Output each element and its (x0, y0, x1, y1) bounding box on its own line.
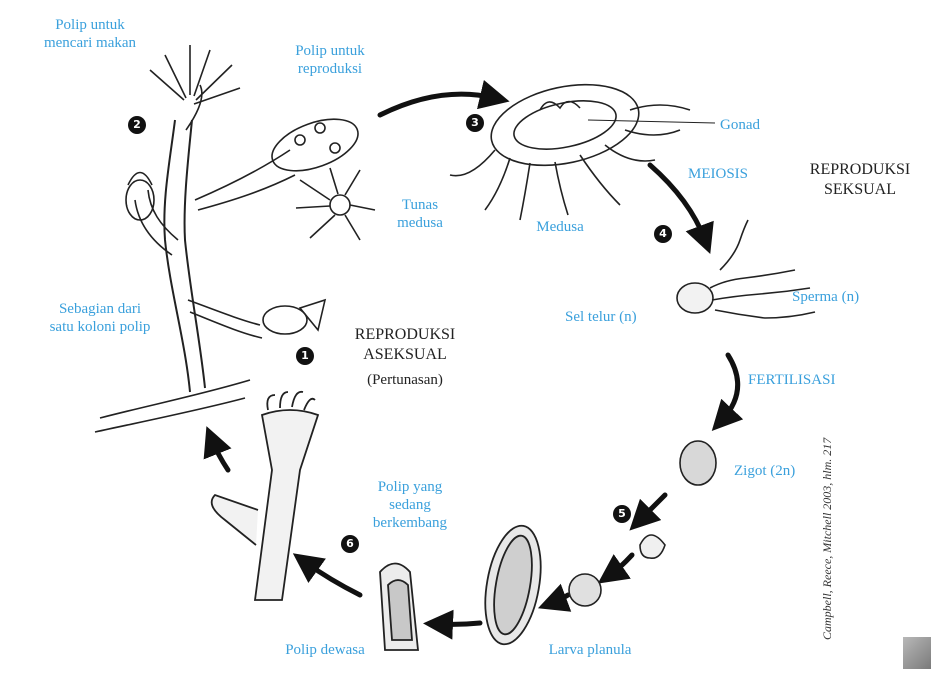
label-asexual-reproduction: REPRODUKSI ASEKSUAL (340, 325, 470, 365)
label-egg: Sel telur (n) (565, 308, 675, 326)
source-credit: Campbell, Reece, Mitchell 2003, hlm. 217 (820, 438, 835, 640)
label-colony-part: Sebagian dari satu koloni polip (15, 300, 185, 336)
arrow-zygote-to-cleavage (640, 495, 665, 520)
arrow-cleavage-to-morula (610, 555, 632, 575)
label-budding: (Pertunasan) (350, 370, 460, 390)
arrow-adult-to-colony (212, 440, 228, 470)
arrow-gametes-to-zygote (722, 355, 738, 420)
label-medusa: Medusa (520, 218, 600, 236)
label-adult-polyp: Polip dewasa (270, 641, 380, 659)
label-sperm: Sperma (n) (792, 288, 902, 306)
label-medusa-bud: Tunas medusa (375, 196, 465, 232)
embryo-illustration (569, 441, 716, 606)
step-marker-3: 3 (466, 114, 484, 132)
arrow-developing-to-adult (305, 562, 360, 595)
polyp-colony-illustration (95, 45, 375, 432)
step-marker-1: 1 (296, 347, 314, 365)
label-feeding-polyp: Polip untuk mencari makan (15, 16, 165, 52)
label-planula: Larva planula (535, 641, 645, 659)
label-reproductive-polyp: Polip untuk reproduksi (270, 42, 390, 78)
arrow-morula-to-planula (552, 595, 568, 603)
label-gonad: Gonad (720, 116, 800, 134)
label-developing-polyp: Polip yang sedang berkembang (355, 478, 465, 532)
step-marker-6: 6 (341, 535, 359, 553)
label-meiosis: MEIOSIS (688, 165, 778, 183)
arrow-planula-to-developing (438, 623, 480, 624)
label-sexual-reproduction: REPRODUKSI SEKSUAL (795, 160, 925, 200)
label-zygote: Zigot (2n) (734, 462, 834, 480)
corner-gray-block (903, 637, 931, 669)
step-marker-2: 2 (128, 116, 146, 134)
arrow-polyp-to-medusa (380, 94, 495, 115)
step-marker-4: 4 (654, 225, 672, 243)
step-marker-5: 5 (613, 505, 631, 523)
label-fertilization: FERTILISASI (748, 371, 868, 389)
